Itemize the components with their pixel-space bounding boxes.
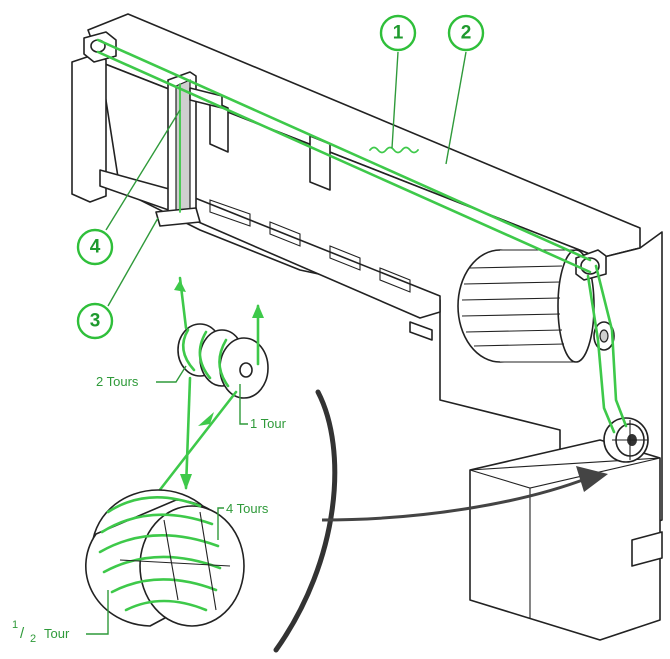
ledge-slot-2 [269,221,301,247]
pointer-foot [155,207,201,227]
pulley-detail-winding-3 [218,338,230,388]
reference-curve [273,389,338,653]
callout-2-label: 2 [461,23,472,44]
half-turn-word: Tour [44,626,70,641]
dial-cord [96,38,628,434]
top-left-guide [83,31,117,63]
drive-pulley [603,417,649,463]
callout-3: 3 [76,217,159,340]
half-turn-numerator: 1 [12,619,18,631]
drum-detail [85,489,245,627]
pulley-detail [150,276,269,502]
annotation-two-turns: 2 Tours [96,365,187,389]
callout-2: 2 [445,14,485,165]
one-turn-label: 1 Tour [250,416,287,431]
callout-1: 1 [379,14,417,149]
drum-ribs [461,265,565,347]
half-turn-slash: / [20,625,25,642]
annotation-one-turn: 1 Tour [239,384,287,431]
stiffener-1 [309,135,331,191]
callout-4: 4 [76,109,181,266]
reference-arrow [273,389,608,653]
ledge-slot-4 [379,267,411,293]
pulley-detail-cord-cross [150,390,238,502]
cord-right-drop [594,264,628,428]
bottom-tab [409,321,433,341]
cord-top-run [96,38,592,262]
edge-connector [631,531,663,567]
half-turn-denominator: 2 [30,633,36,645]
callout-4-label: 4 [90,237,101,258]
drum-detail-slots [119,511,231,611]
annotation-four-turns: 4 Tours [217,501,269,540]
cord-spring [369,146,419,154]
pulley-detail-winding-1 [181,328,196,372]
cord-right-return [586,274,616,434]
ledge-slot-3 [329,245,361,271]
two-turns-label: 2 Tours [96,374,139,389]
four-turns-label: 4 Tours [226,501,269,516]
callout-3-label: 3 [90,311,101,332]
drum-detail-windings [98,496,222,612]
lower-right-box [469,439,661,641]
reference-arrowhead [576,466,608,492]
pulley-detail-winding-2 [198,330,212,380]
annotation-half-turn: 1 / 2 Tour [12,590,109,645]
ledge-slot-1 [209,199,251,227]
pulley-detail-cord-down [184,376,192,490]
callout-1-label: 1 [393,23,404,44]
reference-pointer-arrow [321,476,589,522]
pointer-window [175,79,191,219]
